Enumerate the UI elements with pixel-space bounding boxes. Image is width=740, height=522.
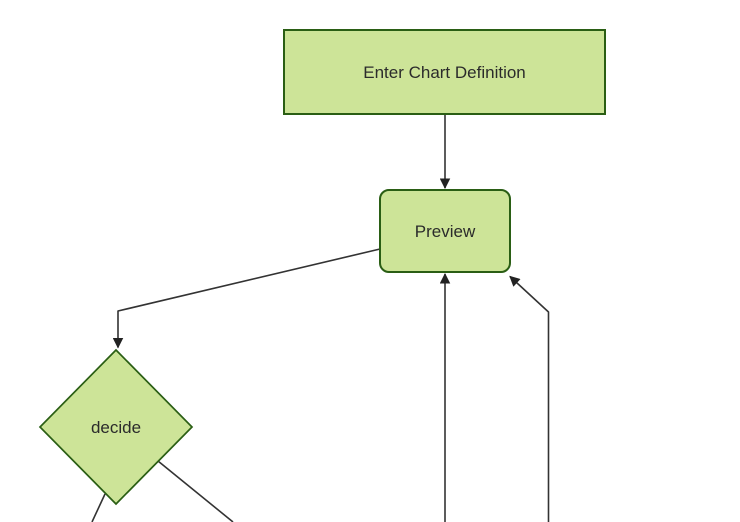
enter-chart-definition-rect <box>283 29 606 115</box>
edge-preview-to-decide <box>112 248 381 349</box>
edge-offscreen-bottomright-to-preview <box>509 275 550 522</box>
decide-label: decide <box>91 418 141 437</box>
node-enter-chart-definition: Enter Chart Definition <box>283 29 606 115</box>
preview-label: Preview <box>415 222 476 241</box>
edge-decide-to-offscreen-right <box>157 460 234 522</box>
node-preview: Preview <box>379 189 511 273</box>
enter-chart-definition-label: Enter Chart Definition <box>363 63 526 82</box>
preview-rect <box>379 189 511 273</box>
decide-diamond <box>38 348 194 506</box>
edge-layer <box>91 114 550 522</box>
edge-decide-to-offscreen-left <box>91 493 106 522</box>
node-decide: decide <box>38 348 194 506</box>
